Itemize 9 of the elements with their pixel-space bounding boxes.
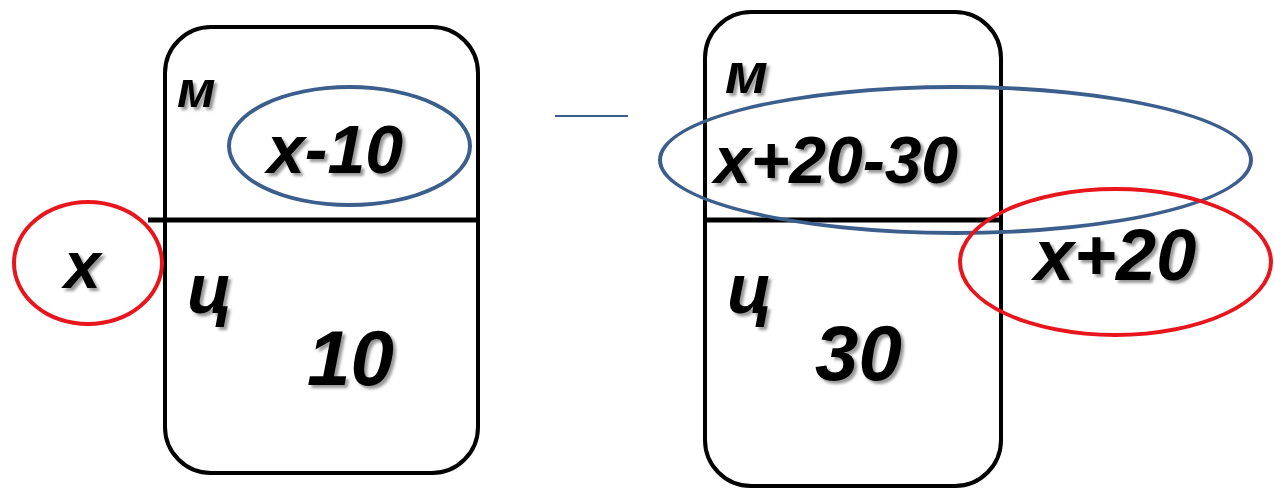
ellipse-outline bbox=[958, 187, 1273, 337]
rounded-box bbox=[163, 25, 480, 475]
expression-text: 10 bbox=[307, 319, 394, 397]
rounded-box bbox=[703, 10, 1003, 488]
expression-text: м bbox=[177, 63, 216, 115]
expression-text: м bbox=[725, 44, 768, 102]
expression-text: 30 bbox=[815, 314, 902, 392]
ellipse-outline bbox=[227, 85, 472, 207]
ellipse-outline bbox=[12, 200, 164, 326]
